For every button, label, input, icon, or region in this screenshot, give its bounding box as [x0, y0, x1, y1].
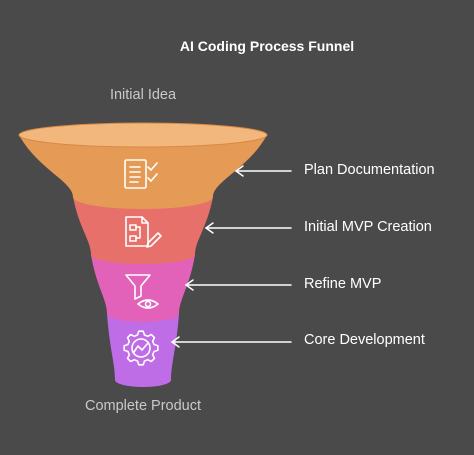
funnel-segment-3 [91, 255, 195, 322]
diagram-title: AI Coding Process Funnel [179, 38, 355, 54]
stage-label-initial-mvp-creation: Initial MVP Creation [304, 219, 432, 235]
stage-arrow-1 [234, 165, 292, 177]
funnel-segment-4 [107, 314, 179, 387]
funnel-segment-2 [73, 197, 213, 264]
document-checklist-icon [124, 159, 158, 189]
stage-label-refine-mvp: Refine MVP [304, 276, 382, 292]
document-flowchart-edit-icon [125, 216, 162, 248]
gear-chart-icon [123, 330, 159, 366]
stage-label-plan-documentation: Plan Documentation [304, 162, 435, 178]
filter-eye-icon [125, 274, 159, 309]
stage-arrow-4 [170, 336, 292, 348]
stage-label-core-development: Core Development [304, 332, 425, 348]
funnel-output-label: Complete Product [84, 398, 202, 414]
funnel-segment-1 [19, 135, 267, 209]
funnel-top-rim [18, 122, 268, 148]
funnel-input-label: Initial Idea [109, 87, 177, 103]
stage-arrow-2 [204, 222, 292, 234]
stage-arrow-3 [184, 279, 292, 291]
